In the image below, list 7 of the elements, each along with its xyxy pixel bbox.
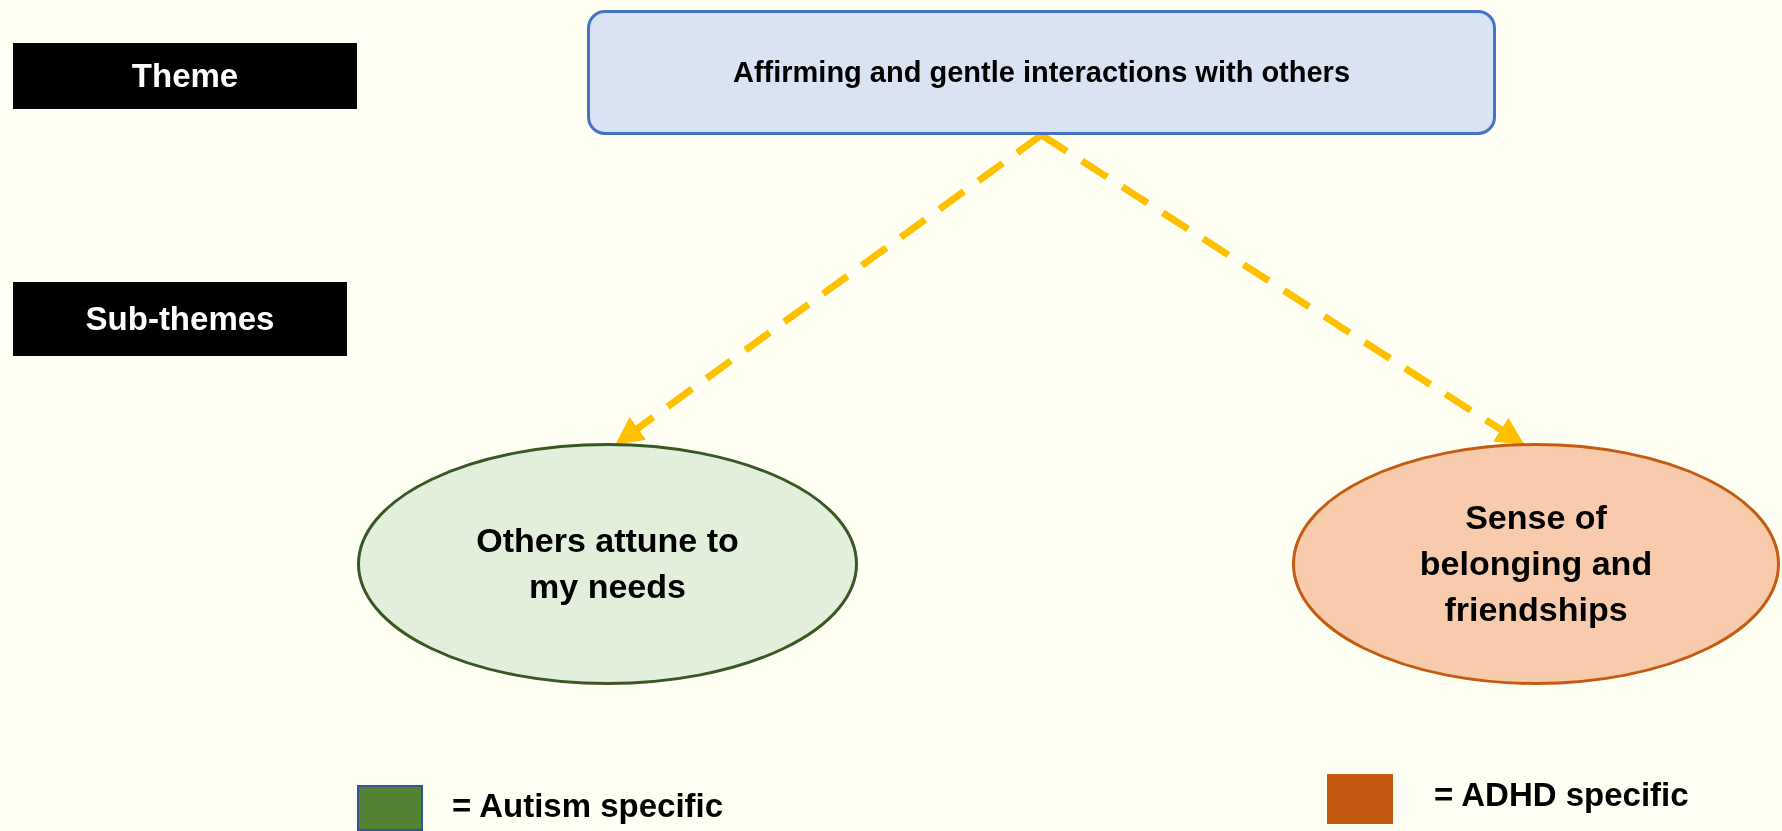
theme-label: Theme [13,43,357,109]
sub-theme-label: Sub-themes [13,282,347,356]
legend-label: = ADHD specific [1434,776,1689,814]
sub-theme-ellipse: Others attune to my needs [357,443,858,685]
sub-theme-ellipse: Sense of belonging and friendships [1292,443,1780,685]
legend-label: = Autism specific [452,787,724,825]
theme-box: Affirming and gentle interactions with others [587,10,1496,135]
